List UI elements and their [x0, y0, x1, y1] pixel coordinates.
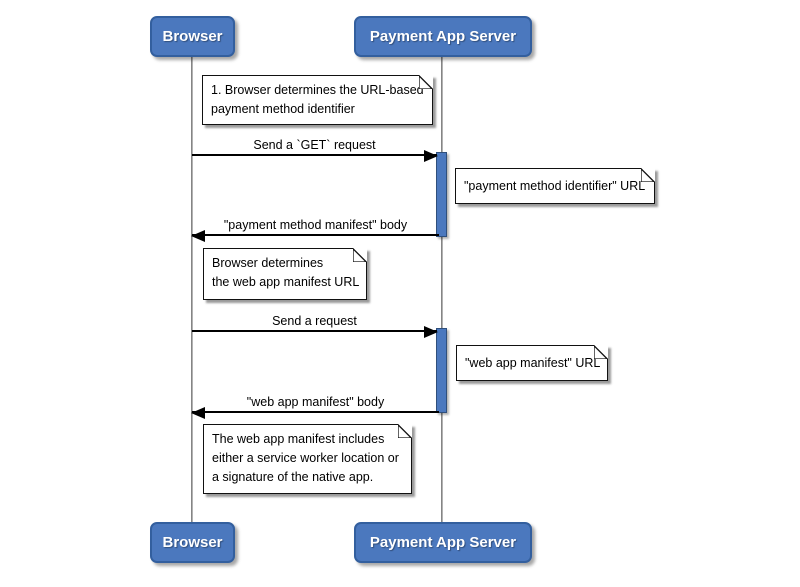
actor-label: Browser [162, 28, 223, 45]
lifeline-browser [191, 57, 193, 523]
note: "web app manifest" URL [456, 344, 609, 381]
actor-box-payment-app-server-bottom: Payment App Server [354, 522, 532, 563]
note: Browser determines the web app manifest … [203, 247, 368, 300]
note-text: payment method identifier [211, 102, 355, 116]
note-text: a signature of the native app. [212, 470, 374, 484]
message-web-app-manifest-body: "web app manifest" body [191, 395, 439, 419]
note-fold-icon [419, 74, 434, 89]
note: "payment method identifier" URL [455, 167, 656, 204]
message-send-a-request: Send a request [192, 314, 438, 338]
note-fold-icon [594, 344, 609, 359]
message-label: Send a `GET` request [253, 138, 376, 152]
note-text: either a service worker location or [212, 451, 399, 465]
arrowhead-right-icon [424, 150, 438, 162]
activation-bar-server-2 [436, 328, 447, 413]
note-fold-icon [398, 423, 413, 438]
note-text: Browser determines [212, 256, 324, 270]
actor-box-payment-app-server-top: Payment App Server [354, 16, 532, 57]
message-payment-method-manifest-body: "payment method manifest" body [191, 218, 439, 242]
actor-label: Browser [162, 534, 223, 551]
note: The web app manifest includes either a s… [203, 423, 413, 494]
message-label: "web app manifest" body [246, 395, 385, 409]
note-text: the web app manifest URL [212, 275, 360, 289]
actor-label: Payment App Server [369, 28, 517, 45]
actor-label: Payment App Server [369, 534, 517, 551]
note: 1. Browser determines the URL-based paym… [202, 74, 434, 125]
arrowhead-left-icon [191, 230, 205, 242]
message-line [191, 230, 439, 242]
note-text: "payment method identifier" URL [464, 178, 646, 193]
actor-box-browser-top: Browser [150, 16, 235, 57]
lifeline-payment-app-server [441, 57, 443, 523]
note-fold-icon [353, 247, 368, 262]
actor-box-browser-bottom: Browser [150, 522, 235, 563]
message-label: Send a request [272, 314, 357, 328]
arrowhead-left-icon [191, 407, 205, 419]
message-line [192, 150, 438, 162]
message-line [191, 407, 439, 419]
message-send-get-request: Send a `GET` request [192, 138, 438, 162]
note-text: "web app manifest" URL [465, 355, 601, 370]
message-line [192, 326, 438, 338]
note-text: 1. Browser determines the URL-based [211, 83, 424, 97]
note-text: The web app manifest includes [212, 432, 385, 446]
message-label: "payment method manifest" body [223, 218, 408, 232]
activation-bar-server-1 [436, 152, 447, 237]
arrowhead-right-icon [424, 326, 438, 338]
note-fold-icon [641, 167, 656, 182]
